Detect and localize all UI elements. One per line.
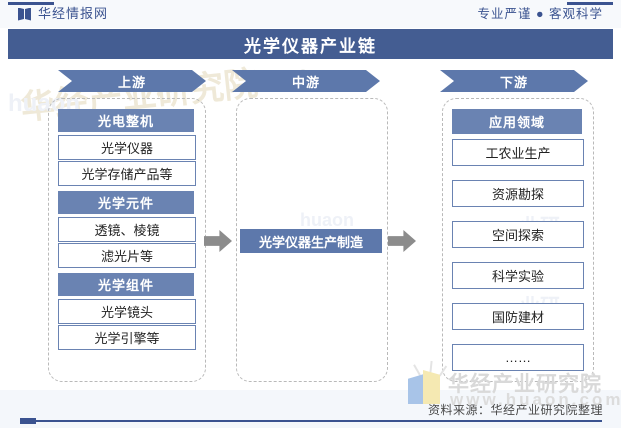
stage-header-downstream: 下游 bbox=[440, 70, 588, 92]
downstream-item: 资源勘探 bbox=[452, 180, 584, 207]
midstream-container bbox=[236, 98, 388, 382]
diagram-canvas: 华经产业研究院 huaon huaon 业研 业研 huaon 上游 中游 下游… bbox=[0, 60, 621, 390]
midstream-node: 光学仪器生产制造 bbox=[240, 229, 382, 253]
downstream-item: 国防建材 bbox=[452, 303, 584, 330]
upstream-group-head: 光电整机 bbox=[58, 109, 194, 132]
book-logo-icon bbox=[18, 8, 32, 21]
downstream-item: 科学实验 bbox=[452, 262, 584, 289]
top-rule-right bbox=[567, 2, 613, 5]
stage-header-midstream: 中游 bbox=[232, 70, 380, 92]
footer: 资料来源：华经产业研究院整理 bbox=[0, 390, 621, 428]
downstream-item: 工农业生产 bbox=[452, 139, 584, 166]
brand-slogan: 专业严谨 ● 客观科学 bbox=[477, 7, 603, 21]
right-arrow-icon bbox=[204, 230, 232, 252]
upstream-item: 滤光片等 bbox=[58, 243, 196, 268]
downstream-item: 空间探索 bbox=[452, 221, 584, 248]
page-title: 光学仪器产业链 bbox=[8, 29, 613, 59]
footer-rule bbox=[20, 420, 602, 422]
footer-rule-cap bbox=[20, 418, 36, 424]
upstream-item: 光学引擎等 bbox=[58, 325, 196, 350]
upstream-item: 光学镜头 bbox=[58, 299, 196, 324]
downstream-item: …… bbox=[452, 344, 584, 371]
upstream-item: 透镜、棱镜 bbox=[58, 217, 196, 242]
upstream-group-head: 光学元件 bbox=[58, 191, 194, 214]
upstream-item: 光学存储产品等 bbox=[58, 161, 196, 186]
stage-header-upstream: 上游 bbox=[58, 70, 206, 92]
downstream-container bbox=[442, 98, 594, 382]
source-note: 资料来源：华经产业研究院整理 bbox=[427, 403, 603, 417]
brand: 华经情报网 bbox=[18, 7, 108, 21]
downstream-group-head: 应用领域 bbox=[452, 109, 582, 134]
top-bar: 华经情报网 专业严谨 ● 客观科学 bbox=[0, 0, 621, 28]
upstream-group-head: 光学组件 bbox=[58, 273, 194, 296]
right-arrow-icon bbox=[388, 230, 416, 252]
upstream-item: 光学仪器 bbox=[58, 135, 196, 160]
brand-name: 华经情报网 bbox=[38, 6, 109, 21]
top-rule-left bbox=[8, 2, 54, 5]
